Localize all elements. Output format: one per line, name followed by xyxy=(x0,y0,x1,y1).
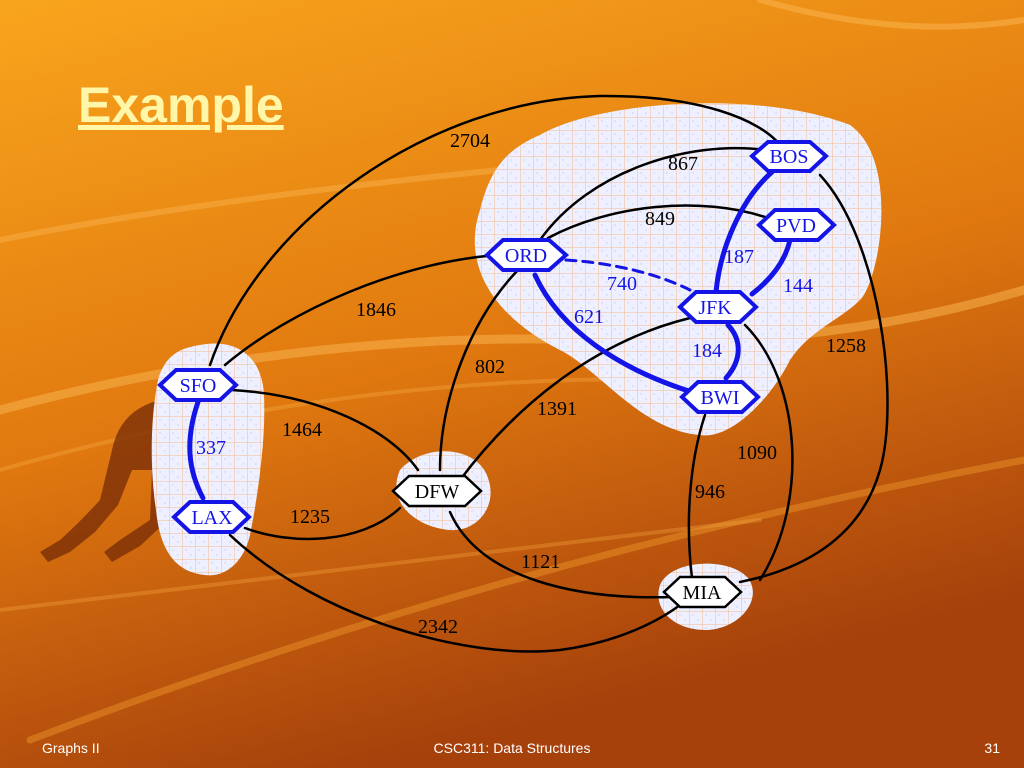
edge-ord-jfk xyxy=(564,258,692,292)
footer-page-number: 31 xyxy=(984,740,1000,756)
edge-label-1235: 1235 xyxy=(290,506,330,528)
edge-label-867: 867 xyxy=(668,153,698,175)
edge-label-2704: 2704 xyxy=(450,130,490,152)
edge-dfw-mia xyxy=(448,510,674,599)
edge-label-187: 187 xyxy=(724,246,754,268)
node-label-bos: BOS xyxy=(770,146,809,168)
edge-label-802: 802 xyxy=(475,356,505,378)
edge-pvd-jfk xyxy=(749,237,793,297)
edge-bos-jfk xyxy=(713,169,775,295)
edge-label-1090: 1090 xyxy=(737,442,777,464)
node-label-lax: LAX xyxy=(191,507,233,529)
node-ord[interactable]: ORD xyxy=(484,238,570,272)
edge-label-1846: 1846 xyxy=(356,299,396,321)
edge-label-144: 144 xyxy=(783,275,813,297)
slide-title: Example xyxy=(78,77,284,133)
edge-ord-dfw xyxy=(438,268,520,472)
edge-label-184: 184 xyxy=(692,340,722,362)
footer-center: CSC311: Data Structures xyxy=(434,740,591,756)
node-label-jfk: JFK xyxy=(698,297,732,319)
footer-left: Graphs II xyxy=(42,740,100,756)
node-jfk[interactable]: JFK xyxy=(677,290,759,324)
edge-label-1391: 1391 xyxy=(537,398,577,420)
node-bos[interactable]: BOS xyxy=(749,140,829,173)
node-bwi[interactable]: BWI xyxy=(679,380,761,414)
edge-label-946: 946 xyxy=(695,481,725,503)
graph-nodes: BOS PVD ORD JFK BWI SFO LAX DFW xyxy=(157,140,837,609)
edge-label-1121: 1121 xyxy=(521,551,560,573)
node-label-mia: MIA xyxy=(683,582,722,604)
node-pvd[interactable]: PVD xyxy=(756,208,837,242)
edge-label-1258: 1258 xyxy=(826,335,866,357)
edge-ord-bos xyxy=(538,146,767,242)
edge-jfk-bwi xyxy=(723,322,741,381)
node-mia[interactable]: MIA xyxy=(662,575,743,609)
edge-dfw-jfk xyxy=(458,316,692,482)
graph-edges xyxy=(187,94,889,653)
node-label-pvd: PVD xyxy=(776,215,816,237)
edge-bwi-mia xyxy=(687,413,707,580)
edge-label-740: 740 xyxy=(607,273,637,295)
edge-sfo-lax xyxy=(187,399,206,501)
node-sfo[interactable]: SFO xyxy=(157,368,239,402)
edge-label-337: 337 xyxy=(196,437,226,459)
edge-label-621: 621 xyxy=(574,306,604,328)
edge-weight-labels: 2704 867 849 1846 802 1391 1464 1235 112… xyxy=(196,130,866,638)
node-label-bwi: BWI xyxy=(701,387,740,409)
edge-sfo-dfw xyxy=(230,388,420,472)
edge-ord-bwi xyxy=(532,272,698,396)
edge-lax-dfw xyxy=(243,506,402,541)
edge-label-2342: 2342 xyxy=(418,616,458,638)
node-label-sfo: SFO xyxy=(180,375,217,397)
node-label-dfw: DFW xyxy=(415,481,460,503)
edge-lax-mia xyxy=(228,533,682,653)
node-lax[interactable]: LAX xyxy=(171,500,252,534)
edge-bos-mia xyxy=(738,173,889,584)
edge-label-849: 849 xyxy=(645,208,675,230)
edge-sfo-ord xyxy=(223,253,500,367)
runner-silhouette xyxy=(40,400,180,562)
edge-sfo-bos xyxy=(208,94,782,367)
edge-label-1464: 1464 xyxy=(282,419,322,441)
node-label-ord: ORD xyxy=(505,245,547,267)
edge-jfk-mia xyxy=(743,323,794,582)
cluster-northeast xyxy=(474,103,882,436)
node-dfw[interactable]: DFW xyxy=(391,474,483,508)
